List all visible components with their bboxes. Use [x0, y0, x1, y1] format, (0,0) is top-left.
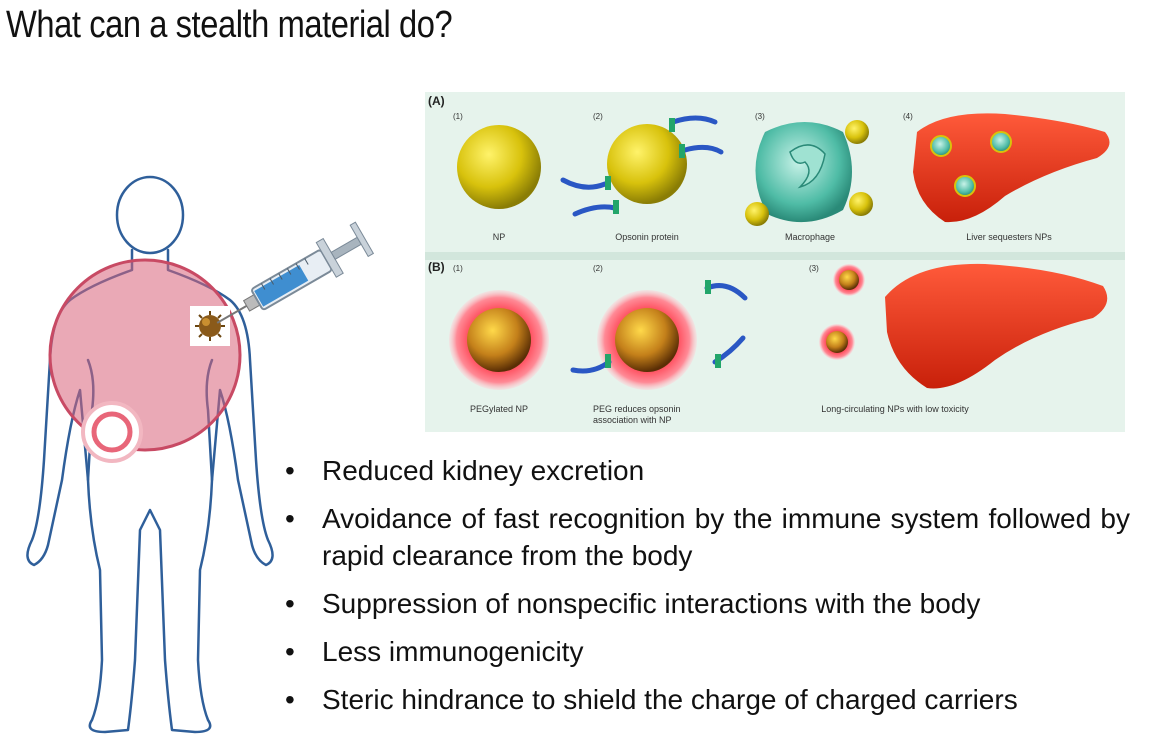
bullet-item: Suppression of nonspecific interactions …: [285, 585, 1130, 622]
bullet-item: Avoidance of fast recognition by the imm…: [285, 500, 1130, 574]
nanoparticle-figure: (A) (B) (1) (2) (3) (4) (1) (2) (3) NP O…: [425, 92, 1125, 432]
syringe-icon: [216, 221, 375, 324]
label-macrophage: Macrophage: [784, 232, 836, 242]
human-body-illustration: [26, 175, 274, 734]
bullet-item: Steric hindrance to shield the charge of…: [285, 681, 1130, 718]
step-a-4: (4): [903, 112, 913, 121]
section-b-label: (B): [428, 260, 445, 274]
step-a-3: (3): [755, 112, 765, 121]
label-opsonin: Opsonin protein: [615, 232, 679, 242]
label-peg-reduces: PEG reduces opsonin association with NP: [593, 404, 681, 425]
nanoparticle-icon: [195, 311, 225, 341]
slide-title: What can a stealth material do?: [6, 4, 453, 46]
benefit-list: Reduced kidney excretion Avoidance of fa…: [285, 452, 1130, 729]
step-a-2: (2): [593, 112, 603, 121]
step-b-3: (3): [809, 264, 819, 273]
section-a-label: (A): [428, 94, 445, 108]
label-long-circulating: Long-circulating NPs with low toxicity: [821, 404, 969, 414]
label-np: NP: [492, 232, 506, 242]
step-b-1: (1): [453, 264, 463, 273]
bullet-item: Reduced kidney excretion: [285, 452, 1130, 489]
step-b-2: (2): [593, 264, 603, 273]
bullet-item: Less immunogenicity: [285, 633, 1130, 670]
label-pegylated: PEGylated NP: [469, 404, 529, 414]
step-a-1: (1): [453, 112, 463, 121]
label-liver: Liver sequesters NPs: [966, 232, 1052, 242]
